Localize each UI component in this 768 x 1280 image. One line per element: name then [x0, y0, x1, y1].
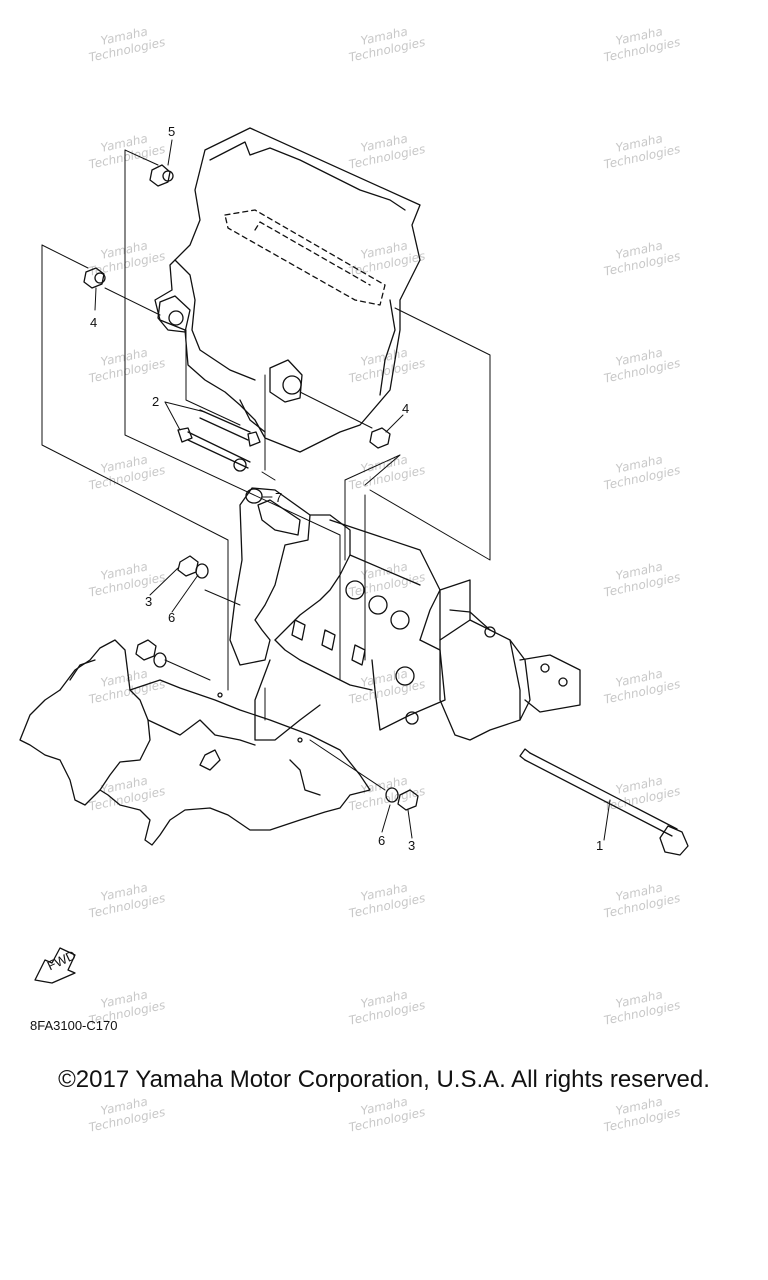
callout-3-upper: 3	[145, 594, 152, 609]
reference-code: 8FA3100-C170	[30, 1018, 118, 1033]
side-bracket	[439, 579, 581, 741]
callout-6-lower: 6	[378, 833, 385, 848]
hardware-parts	[83, 164, 419, 811]
fwd-arrow-icon	[34, 947, 76, 984]
callout-3-lower: 3	[408, 838, 415, 853]
callout-labels: 5 4 2 4 7 3 6 1 6 3	[90, 124, 603, 853]
callout-6-upper: 6	[168, 610, 175, 625]
long-bolt	[519, 748, 689, 856]
callout-4-right: 4	[402, 401, 409, 416]
callout-4-left: 4	[90, 315, 97, 330]
engine-outline	[154, 127, 421, 453]
callout-2: 2	[152, 394, 159, 409]
callout-5: 5	[168, 124, 175, 139]
copyright-notice: ©2017 Yamaha Motor Corporation, U.S.A. A…	[58, 1066, 710, 1093]
under-cowl	[19, 639, 371, 846]
assembly-lines	[41, 149, 491, 791]
fwd-label: FWD	[45, 947, 78, 973]
callout-1: 1	[596, 838, 603, 853]
engine-mount-bracket	[229, 487, 446, 741]
callout-leaders	[94, 139, 611, 841]
callout-7: 7	[275, 490, 282, 505]
